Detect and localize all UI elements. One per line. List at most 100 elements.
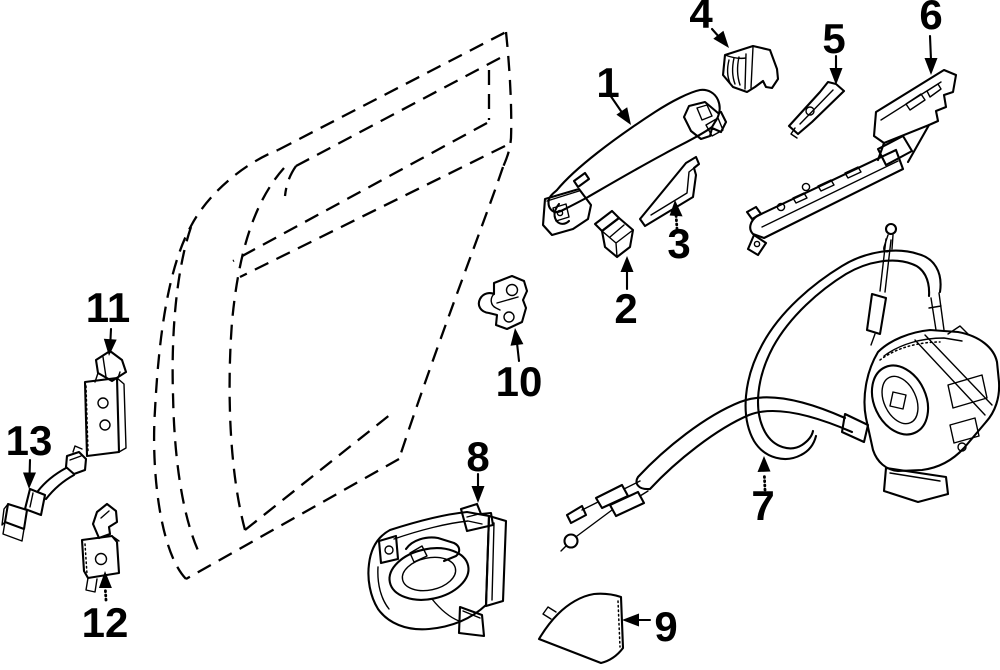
inside-handle-cup — [367, 510, 491, 631]
part-door-lock-striker — [477, 274, 529, 331]
belt-line-upper — [232, 121, 488, 263]
inside-handle-rim — [377, 520, 483, 610]
callout-12-arrowhead — [98, 571, 112, 588]
cable-loop-inner — [756, 259, 931, 450]
striker-hole-upper — [505, 283, 519, 297]
cap-ribs — [726, 56, 741, 86]
bracket-top-plate-details — [880, 81, 942, 121]
part-handle-mounting-clip — [593, 209, 635, 259]
cable-clamp — [840, 412, 870, 444]
part-handle-escutcheon-cap — [721, 44, 780, 94]
handle-front-bracket-hole — [556, 209, 564, 217]
window-inner-front-corner — [283, 165, 297, 197]
part-door-lock-actuator — [560, 222, 1000, 552]
callout-3-shaft — [674, 212, 679, 231]
bracket-rail-hole-2 — [776, 202, 786, 212]
striker-hook — [490, 293, 519, 311]
callout-4-arrowhead — [713, 30, 729, 48]
check-knob-cap — [69, 445, 83, 461]
bracket-rail-crease — [761, 160, 899, 228]
upper-hinge-plate-side — [116, 377, 127, 453]
part-handle-gasket — [638, 155, 701, 228]
handle-rear-leg-detail — [696, 104, 724, 137]
door-panel-outline — [152, 30, 513, 581]
actuator-body-top-band — [883, 325, 969, 357]
upper-hinge-hole-2 — [99, 419, 111, 431]
bracket-rail-slots — [792, 166, 862, 204]
cable-upper-wire — [581, 501, 599, 511]
callout-11-label: 11 — [86, 284, 130, 331]
door-inner-bottom-crease — [244, 413, 392, 531]
callout-12-shaft — [103, 587, 108, 602]
door-inner-front-crease-1 — [228, 167, 285, 531]
actuator-side-hole — [957, 442, 967, 452]
inside-handle-lever — [404, 536, 461, 563]
cable-loop-outer — [744, 249, 942, 460]
clip-body-edges — [601, 224, 634, 258]
inside-handle-foot — [457, 605, 486, 638]
window-inner-top-edge — [295, 56, 501, 168]
striker-hole-lower — [503, 311, 515, 323]
handle-grip-slot — [572, 171, 591, 189]
callout-10-shaft — [515, 341, 521, 363]
part-upper-door-hinge — [83, 349, 128, 458]
actuator-ring-outer — [870, 364, 930, 436]
inside-handle-lever-knob — [409, 545, 428, 563]
upper-hinge-stipple — [85, 385, 89, 453]
inside-handle-top-tab — [459, 502, 495, 533]
cover-tab — [542, 606, 557, 620]
callout-3-arrowhead — [669, 200, 683, 217]
callout-6-label: 6 — [919, 0, 942, 38]
bracket-top-plate — [872, 68, 958, 145]
striker-outline — [477, 274, 529, 331]
check-bracket — [23, 487, 47, 517]
door-window-top-edge — [277, 30, 507, 152]
inside-handle-right-flange — [484, 514, 508, 608]
lower-hinge-hole — [94, 552, 108, 566]
check-bracket-crease — [29, 492, 34, 508]
belt-line-lower — [239, 144, 506, 279]
callout-1-shaft — [608, 93, 625, 116]
callout-6-arrowhead — [924, 58, 938, 75]
actuator-ring-square — [889, 391, 907, 410]
part-door-check-strap — [1, 445, 88, 542]
bracket-end-feet — [745, 205, 768, 257]
cable-upper-end-tab — [565, 504, 588, 525]
check-arm — [36, 466, 76, 501]
inside-handle-recess-inner — [401, 556, 457, 592]
cable-lower-lead — [639, 490, 649, 497]
inside-handle-left-tab-hole — [384, 545, 394, 555]
gasket-outline — [638, 155, 701, 228]
rear-gasket-hole — [805, 106, 815, 116]
callouts: 1 2 3 4 5 6 7 8 9 10 11 12 13 — [6, 0, 943, 650]
actuator-body-shading — [879, 341, 941, 361]
callout-5-label: 5 — [822, 15, 845, 62]
callout-2-arrowhead — [620, 256, 634, 272]
callout-6-shaft — [928, 34, 933, 62]
clip-body — [600, 216, 635, 259]
lock-rod — [879, 238, 892, 293]
inside-handle-flange-crease — [466, 513, 495, 601]
callout-10-arrowhead — [510, 328, 524, 346]
actuator-ring-inner — [881, 375, 919, 425]
part-handle-reinforcement-bracket — [745, 68, 958, 257]
lock-rod-stub — [870, 333, 876, 346]
part-lower-door-hinge — [80, 502, 121, 593]
cable-lower-barrel — [608, 490, 646, 518]
lower-hinge-hook — [91, 502, 119, 540]
callout-1-arrowhead — [616, 107, 631, 125]
lower-hinge-stipple — [84, 543, 88, 575]
inside-handle-left-tab — [377, 534, 400, 565]
callout-8-arrowhead — [471, 486, 485, 503]
door-rear-window-edge — [501, 31, 513, 168]
callout-5-arrowhead — [829, 68, 843, 85]
check-box-sides — [1, 503, 25, 542]
door-bottom-edge — [185, 457, 400, 581]
callout-13-arrowhead — [23, 472, 36, 489]
callout-1-label: 1 — [596, 59, 619, 106]
callout-10-label: 10 — [496, 358, 543, 405]
callout-2-label: 2 — [614, 285, 637, 332]
handle-front-bracket-slot — [546, 190, 580, 222]
